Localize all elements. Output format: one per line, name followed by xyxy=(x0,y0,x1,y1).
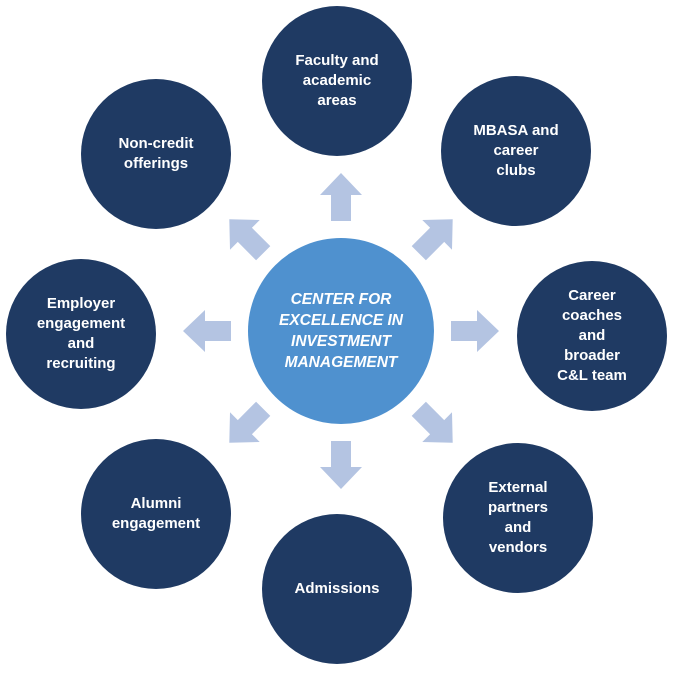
node-label: Admissions xyxy=(294,580,380,597)
arrow-left-icon xyxy=(183,310,231,352)
node-employer-engagement-and-recruiting: Employer engagement and recruiting xyxy=(6,259,156,409)
arrow-down-icon xyxy=(320,441,362,489)
node-faculty-and-academic-areas: Faculty and academic areas xyxy=(262,6,412,156)
node-mbasa-and-career-clubs: MBASA and career clubs xyxy=(441,76,591,226)
node-label: Career coaches and broader C&L team xyxy=(557,287,627,384)
arrow-up-right-icon xyxy=(411,219,453,261)
arrow-up-left-icon xyxy=(229,219,271,261)
center-node: CENTER FOR EXCELLENCE IN INVESTMENT MANA… xyxy=(248,238,434,424)
node-label: Non-credit offerings xyxy=(118,135,194,172)
arrow-down-left-icon xyxy=(229,401,271,443)
arrow-right-icon xyxy=(451,310,499,352)
arrow-up-icon xyxy=(320,173,362,221)
node-external-partners-and-vendors: External partners and vendors xyxy=(443,443,593,593)
arrow-down-right-icon xyxy=(411,401,453,443)
node-label: External partners and vendors xyxy=(487,479,549,556)
node-label: Alumni engagement xyxy=(111,495,201,532)
node-label: Employer engagement and recruiting xyxy=(36,295,126,372)
node-career-coaches: Career coaches and broader C&L team xyxy=(517,261,667,411)
node-label: Faculty and academic areas xyxy=(295,52,379,109)
node-alumni-engagement: Alumni engagement xyxy=(81,439,231,589)
node-non-credit-offerings: Non-credit offerings xyxy=(81,79,231,229)
node-label: MBASA and career clubs xyxy=(473,122,559,179)
center-node-label: CENTER FOR EXCELLENCE IN INVESTMENT MANA… xyxy=(278,291,403,371)
node-admissions: Admissions xyxy=(262,514,412,664)
